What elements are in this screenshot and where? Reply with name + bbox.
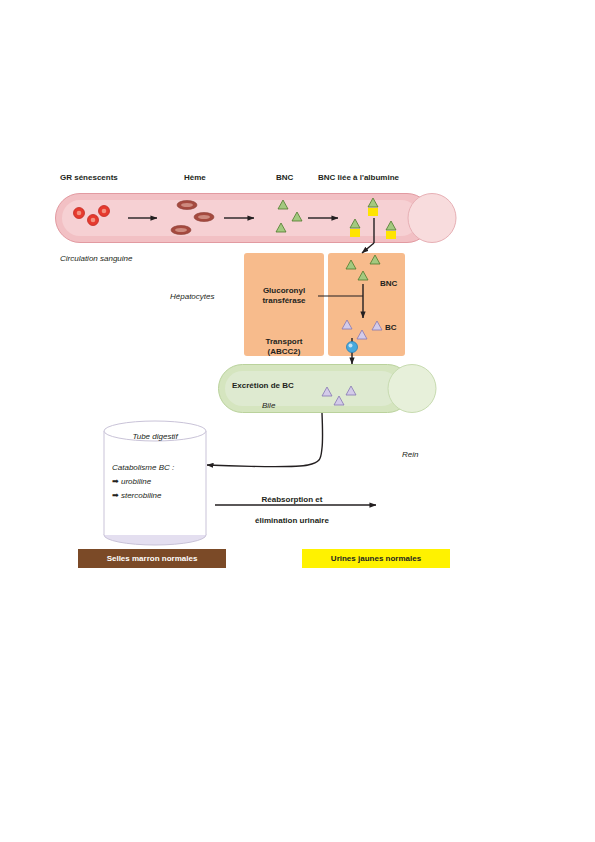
cylinder-side — [206, 431, 207, 535]
tube-end — [408, 194, 456, 243]
node-text: Excrétion de BC — [232, 381, 294, 391]
digestive-tube: Tube digestifCatabolisme BC : ➡ urobiline… — [103, 420, 207, 546]
tube-body — [219, 365, 412, 413]
hepatocyte-box: BNC BC — [328, 253, 405, 356]
node-text: Catabolisme BC : — [112, 463, 174, 473]
reabsorption-arrow — [215, 504, 376, 505]
cylinder-top — [104, 421, 206, 441]
tube-lumen — [225, 371, 399, 406]
node-text: Selles marron normales — [78, 549, 226, 568]
node-text: Urines jaunes normales — [302, 549, 450, 568]
organ-label: Hépatocytes — [170, 292, 214, 302]
flow-arrow — [207, 413, 322, 467]
arrow-label: Réabsorption et élimination urinaire — [242, 489, 342, 531]
stage-label: Hème — [184, 173, 206, 183]
tube-end — [388, 365, 436, 413]
tube-body — [56, 194, 432, 243]
urine-tag: Urines jaunes normales — [302, 549, 450, 568]
bile-duct: Excrétion de BC Bile — [218, 364, 437, 413]
blood-vessel: Circulation sanguine — [55, 193, 457, 243]
node-text: ➡ stercobiline — [112, 491, 161, 501]
tube-lumen — [62, 200, 419, 236]
node-text: Glucoronyl transférase — [244, 286, 324, 305]
stage-label: GR sénescents — [60, 173, 118, 183]
flow-arrow — [362, 243, 374, 253]
hepatocyte-box: Glucoronyl transféraseTransport (ABCC2) — [244, 253, 324, 356]
node-text: Transport (ABCC2) — [258, 337, 310, 356]
node-text: BNC — [380, 279, 397, 289]
flow-arrow — [351, 356, 352, 364]
node-text: Bile — [262, 401, 275, 411]
cylinder-body — [104, 431, 206, 535]
blood-vessel-outline — [55, 193, 457, 243]
node-text: BC — [385, 323, 397, 333]
node-text: ➡ urobiline — [112, 477, 151, 487]
stage-label: BNC — [276, 173, 293, 183]
organ-label: Rein — [402, 450, 418, 460]
stool-tag: Selles marron normales — [78, 549, 226, 568]
stage-label: BNC liée à l'albumine — [318, 173, 399, 183]
node-text: Tube digestif — [103, 432, 207, 442]
node-text: Circulation sanguine — [60, 254, 133, 264]
cylinder-side — [104, 431, 105, 535]
